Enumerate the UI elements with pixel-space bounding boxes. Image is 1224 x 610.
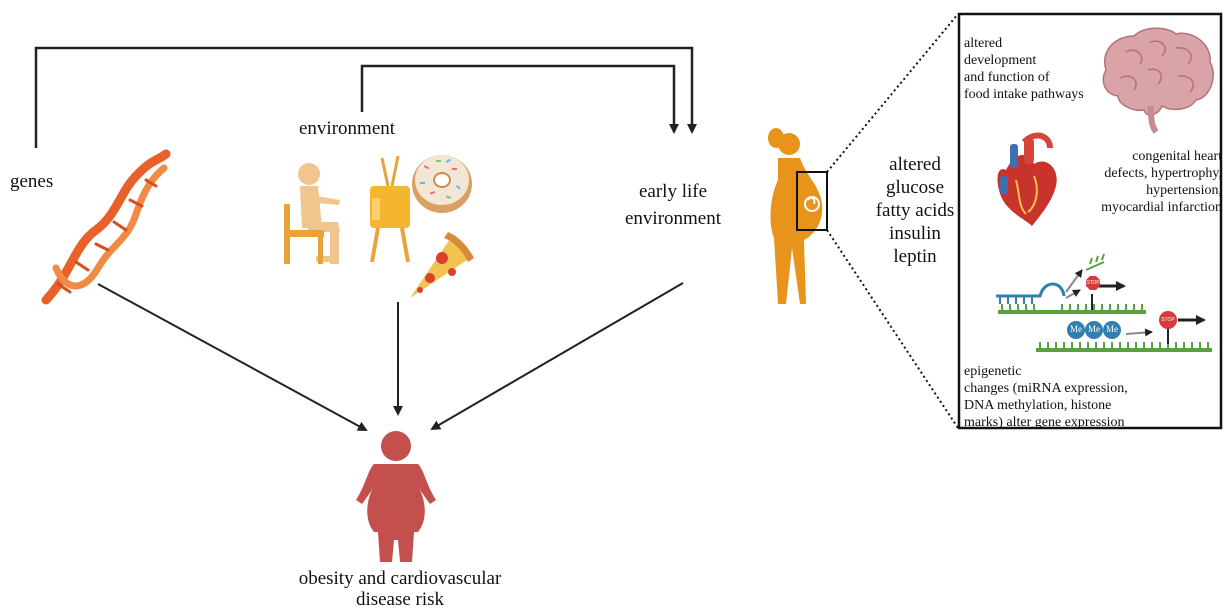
heart-caption: congenital heart defects, hypertrophy, h… (1060, 148, 1222, 216)
obese-person-icon (356, 431, 436, 562)
pizza-slice-icon (410, 232, 474, 298)
pregnant-woman-icon (768, 128, 823, 304)
stop-label: STOP (1086, 280, 1100, 286)
early-life-line-2: environment (624, 208, 722, 229)
environment-label: environment (299, 118, 396, 139)
stop-sign-icon (1086, 276, 1100, 290)
tv-icon (370, 155, 410, 263)
brain-caption-line: altered (964, 36, 1003, 51)
outcome-line-2: disease risk (355, 589, 445, 610)
genes-to-early-life-arrow (34, 46, 697, 148)
metabolite-line: glucose (885, 177, 945, 198)
brain-caption-line: food intake pathways (964, 87, 1084, 102)
mirna-diagram (996, 253, 1146, 314)
seated-person-icon (284, 163, 340, 264)
genes-label: genes (10, 171, 54, 192)
metabolites-label: altered glucose fatty acids insulin lept… (855, 153, 975, 268)
metabolite-line: fatty acids (875, 200, 955, 221)
epigenetic-caption-line: marks) alter gene expression (964, 415, 1125, 430)
epigenetic-caption-line: epigenetic (964, 364, 1022, 379)
early-life-label: early life environment (610, 178, 736, 232)
brain-caption: altered development and function of food… (964, 35, 1084, 103)
outcome-label: obesity and cardiovascular disease risk (270, 568, 530, 610)
brain-caption-line: development (964, 53, 1037, 68)
early-life-to-outcome-arrow (430, 282, 684, 431)
methyl-label: Me (1070, 324, 1082, 334)
heart-caption-line: hypertension, (1146, 183, 1222, 198)
outcome-line-1: obesity and cardiovascular (298, 568, 502, 589)
metabolite-line: leptin (893, 246, 937, 267)
brain-icon (1102, 27, 1214, 134)
zoom-line-top (826, 13, 959, 173)
methyl-label: Me (1088, 324, 1100, 334)
epigenetic-caption-line: DNA methylation, histone (964, 398, 1112, 413)
epigenetic-caption: epigenetic changes (miRNA expression, DN… (964, 363, 1128, 431)
donut-icon (412, 155, 472, 213)
metabolite-line: altered (889, 154, 941, 175)
heart-icon (997, 132, 1057, 226)
early-life-line-1: early life (638, 181, 708, 202)
heart-caption-line: defects, hypertrophy, (1104, 166, 1222, 181)
womb-focus-box (796, 171, 828, 231)
stop-label-2: STOP (1161, 317, 1175, 323)
genes-to-outcome-arrow (97, 283, 368, 431)
metabolite-line: insulin (889, 223, 941, 244)
epigenetic-caption-line: changes (miRNA expression, (964, 381, 1128, 396)
dna-helix-icon (41, 149, 171, 305)
fetus-icon (804, 196, 820, 212)
heart-caption-line: myocardial infarction (1101, 200, 1222, 215)
methyl-label: Me (1106, 324, 1118, 334)
brain-caption-line: and function of (964, 70, 1050, 85)
heart-caption-line: congenital heart (1132, 149, 1222, 164)
environment-to-early-life-arrow (360, 64, 679, 134)
stop-sign-icon-2 (1159, 311, 1177, 329)
methylation-diagram (1036, 315, 1212, 352)
